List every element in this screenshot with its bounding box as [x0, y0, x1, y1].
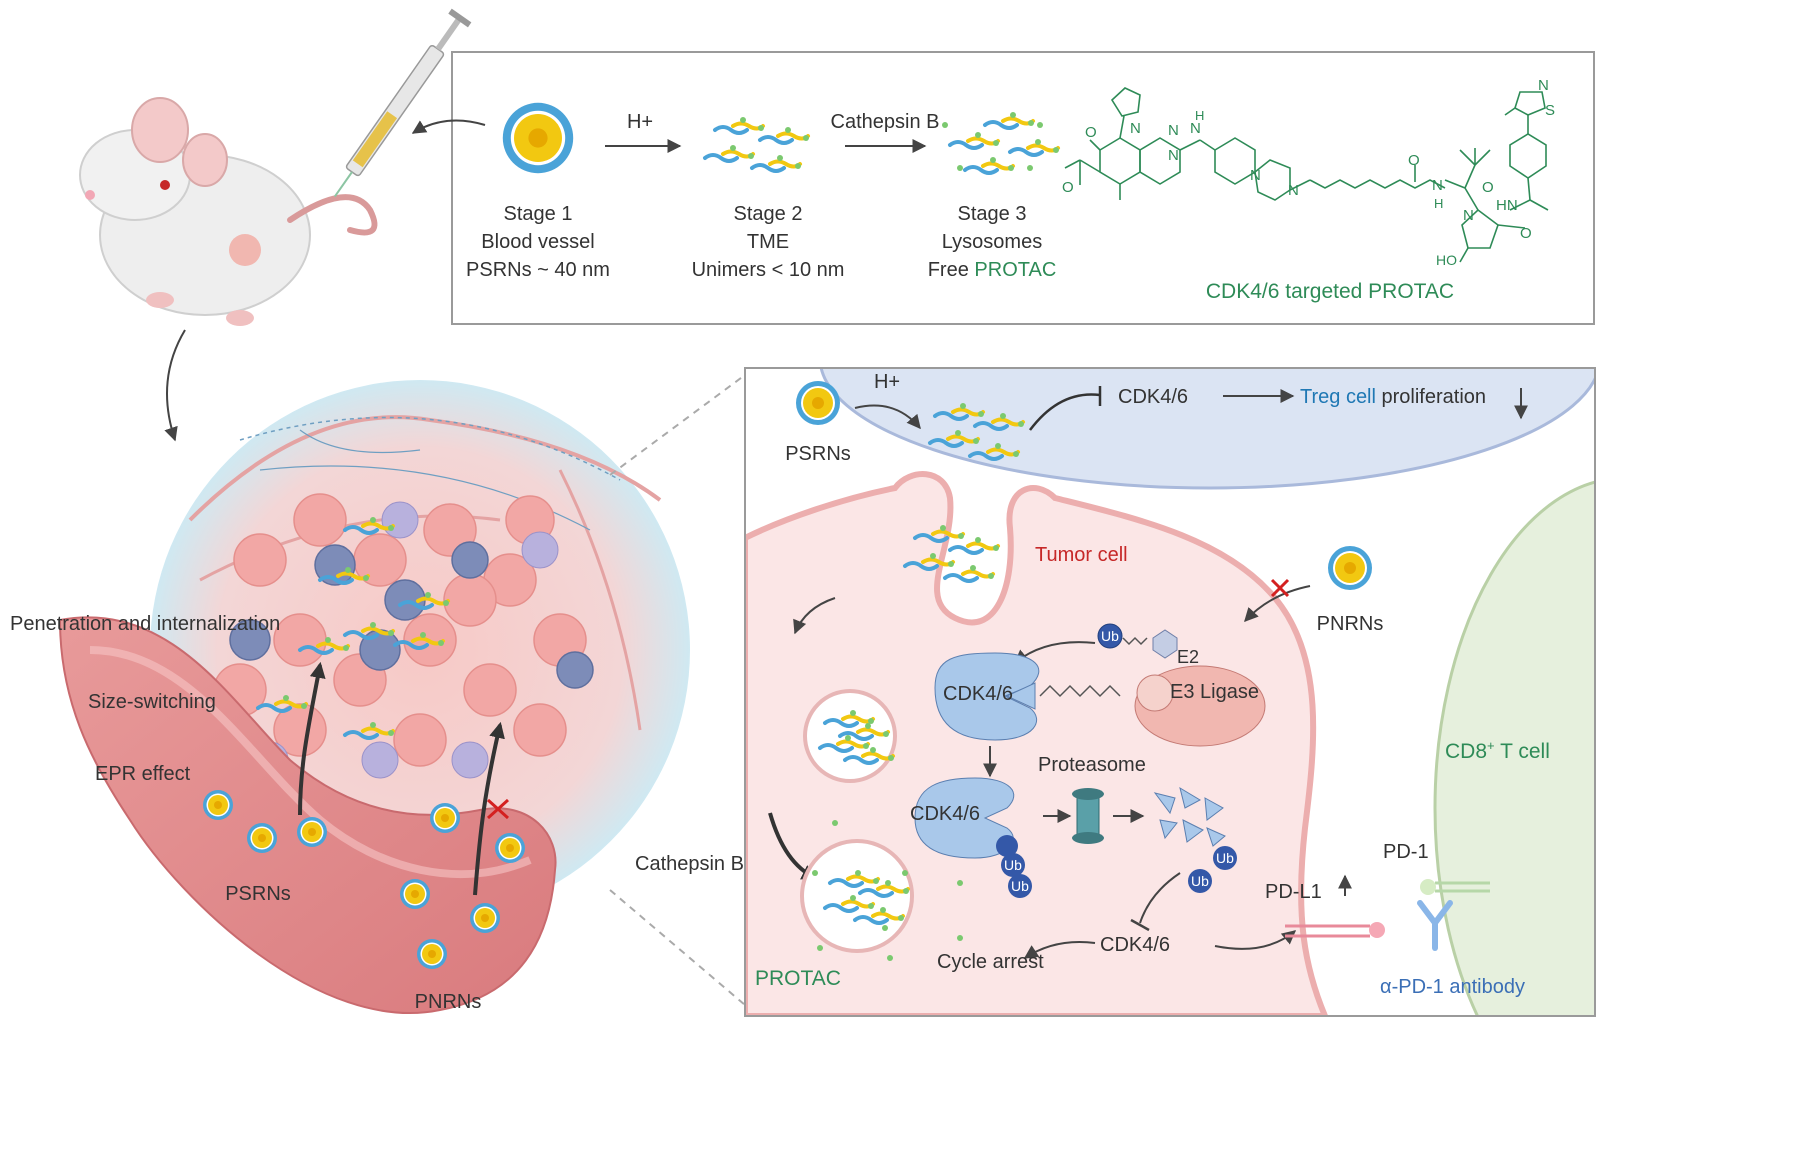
arrow-penetration [298, 661, 326, 816]
arrow-panel-to-mouse [411, 119, 486, 134]
svg-text:O: O [1520, 225, 1532, 242]
svg-text:E3 Ligase: E3 Ligase [1170, 681, 1259, 703]
label-proteasome: Proteasome [1038, 754, 1146, 776]
svg-text:O: O [1408, 152, 1420, 169]
pd1-receptor [1420, 879, 1490, 895]
blocked-cross-icon [486, 798, 510, 820]
svg-text:O: O [1482, 179, 1494, 196]
stage2-location: TME [747, 231, 789, 253]
arrow1-label: H+ [627, 111, 653, 133]
mouse-illustration [79, 97, 378, 326]
right-panel: PSRNs H+ CDK4/6 Treg cell proliferation … [745, 368, 1595, 1016]
svg-text:S: S [1545, 102, 1555, 119]
svg-text:N: N [1432, 177, 1443, 194]
svg-text:N: N [1190, 120, 1201, 137]
blocked-cross-icon-right [1270, 578, 1290, 598]
svg-text:N: N [1288, 182, 1299, 199]
stage1-size: PSRNs ~ 40 nm [466, 259, 610, 281]
blood-vessel [58, 616, 557, 1014]
svg-text:H: H [1434, 196, 1443, 211]
pdl1-receptor [1285, 922, 1385, 938]
arrow-mouse-to-tumor [164, 329, 186, 442]
label-right-psrns: PSRNs [785, 443, 851, 465]
arrow-pnrn-blocked [473, 721, 505, 896]
stage1-title: Stage 1 [504, 203, 573, 225]
label-pd1: PD-1 [1383, 841, 1429, 863]
psrn-nanoparticle-stage1 [502, 102, 574, 174]
anti-pd1-antibody-icon [1417, 900, 1453, 951]
label-right-protac: PROTAC [755, 967, 841, 990]
unimers-stage3 [942, 110, 1061, 175]
label-antibody: α-PD-1 antibody [1380, 976, 1525, 998]
pnrn-nanoparticle-right [1328, 546, 1372, 590]
lysosome-lower [800, 839, 914, 953]
label-size-switching: Size-switching [88, 691, 216, 713]
stage3-location: Lysosomes [942, 231, 1042, 253]
label-cdk-bottom: CDK4/6 [1100, 934, 1170, 956]
svg-text:HO: HO [1436, 252, 1457, 268]
svg-text:CDK4/6: CDK4/6 [910, 803, 980, 825]
svg-text:O: O [1062, 179, 1074, 196]
label-cycle-arrest: Cycle arrest [937, 951, 1044, 973]
svg-text:O: O [1085, 124, 1097, 141]
label-cathepsin-b: Cathepsin B [635, 853, 744, 875]
label-right-hplus: H+ [874, 371, 900, 393]
protac-caption: CDK4/6 targeted PROTAC [1206, 280, 1454, 303]
svg-text:N: N [1130, 120, 1141, 137]
svg-text:Ub: Ub [1004, 857, 1022, 873]
label-epr-effect: EPR effect [95, 763, 191, 785]
right-panel-frame [744, 367, 1596, 1017]
stage2-title: Stage 2 [734, 203, 803, 225]
label-cd8-t-cell: CD8+ T cell [1445, 738, 1550, 763]
svg-text:Ub: Ub [1101, 628, 1119, 644]
cdk-ubiquitinated [914, 777, 1015, 859]
label-right-pnrns: PNRNs [1317, 613, 1384, 635]
proteasome-icon [1072, 788, 1104, 844]
diagram-canvas: Stage 1 Blood vessel PSRNs ~ 40 nm H+ St… [10, 8, 1596, 1017]
syringe-icon [333, 8, 472, 198]
label-vessel-pnrns: PNRNs [415, 991, 482, 1013]
arrow2-label: Cathepsin B [831, 111, 940, 133]
stage3-title: Stage 3 [958, 203, 1027, 225]
svg-text:Ub: Ub [1011, 878, 1029, 894]
treg-cell [819, 368, 1595, 490]
svg-text:N: N [1463, 207, 1474, 224]
svg-text:CDK4/6: CDK4/6 [943, 683, 1013, 705]
label-treg-proliferation: Treg cell proliferation [1300, 386, 1486, 408]
ub-bead-top [1097, 623, 1123, 649]
svg-text:E2: E2 [1177, 647, 1199, 667]
label-vessel-psrns: PSRNs [225, 883, 291, 905]
svg-text:Ub: Ub [1216, 850, 1234, 866]
inhibition-line-top [1029, 393, 1101, 431]
free-protac-dots [817, 820, 963, 961]
label-tumor-cell: Tumor cell [1035, 544, 1128, 566]
svg-text:Ub: Ub [1191, 873, 1209, 889]
protac-chemical-structure: O O N N N N H N N O N H O N HN O HO N S [1062, 77, 1555, 268]
label-penetration: Penetration and internalization [10, 613, 280, 635]
stage1-location: Blood vessel [481, 231, 594, 253]
cdk-complex [934, 652, 1040, 741]
stage3-content: Free PROTAC [928, 259, 1057, 281]
svg-text:HN: HN [1496, 197, 1518, 214]
psrn-nanoparticle-right [796, 381, 840, 425]
svg-text:N: N [1538, 77, 1549, 94]
svg-text:N: N [1168, 147, 1179, 164]
stage2-size: Unimers < 10 nm [692, 259, 845, 281]
label-pdl1: PD-L1 [1265, 881, 1322, 903]
degraded-fragments [1153, 786, 1226, 847]
top-panel-frame [451, 51, 1595, 325]
svg-text:N: N [1168, 122, 1179, 139]
e2-enzyme [1152, 629, 1178, 659]
label-cdk-top: CDK4/6 [1118, 386, 1188, 408]
svg-text:H: H [1195, 108, 1204, 123]
protac-linker [1039, 684, 1121, 698]
svg-text:N: N [1250, 167, 1261, 184]
